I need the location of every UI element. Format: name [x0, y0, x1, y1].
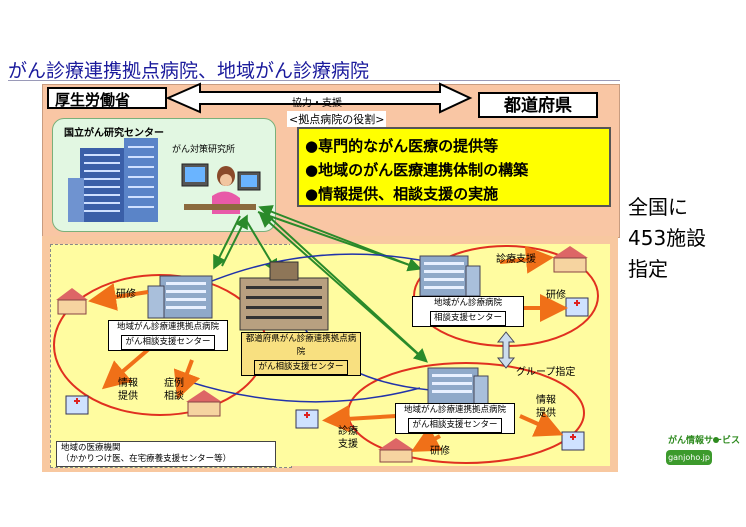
count-line-2: 453施設: [628, 226, 707, 250]
training-bottom-label: 研修: [430, 446, 450, 457]
group-designation-arrow: [496, 331, 516, 369]
ncc-building-icon: [68, 138, 158, 222]
role-item: ●専門的ながん医療の提供等: [305, 137, 499, 155]
regional-hospital-label: 地域がん診療病院 相談支援センター: [412, 296, 524, 327]
cooperation-arrow: [165, 82, 473, 114]
orange-arrows: [88, 245, 568, 452]
local-center-name: 地域がん診療連携拠点病院: [116, 322, 219, 332]
regional-name: 地域がん診療病院: [433, 298, 502, 308]
local-center2-name: 地域がん診療連携拠点病院: [403, 405, 506, 415]
info-left-label: 情報 提供: [118, 378, 138, 402]
role-item: ●情報提供、相談支援の実施: [305, 185, 499, 203]
pref-center-label: 都道府県がん診療連携拠点病院 がん相談支援センター: [241, 332, 361, 376]
ncc-title: 国立がん研究センター: [64, 128, 164, 139]
prefectural-hospital-icon: [239, 261, 329, 331]
medical-institutions-title: 地域の医療機関: [61, 443, 121, 453]
local-hospital-icon-2: [427, 367, 489, 405]
mhlw-box: 厚生労働省: [47, 87, 167, 109]
role-box: ●専門的ながん医療の提供等 ●地域のがん医療連携体制の構築 ●情報提供、相談支援…: [297, 127, 611, 207]
support-bottom-label: 診療 支援: [338, 426, 358, 450]
cooperation-label: 協力・支援: [292, 98, 342, 109]
role-title: <拠点病院の役割>: [287, 111, 387, 127]
prefecture-box: 都道府県: [478, 92, 598, 118]
count-line-3: 指定: [628, 257, 668, 281]
logo-text: がん情報サービス: [668, 436, 741, 446]
logo-icon: [713, 437, 719, 443]
local-center-support: がん相談支援センター: [121, 335, 215, 350]
facility-count: 全国に 453施設 指定: [628, 192, 706, 285]
symptom-consult-label: 症例 相談: [164, 378, 184, 402]
local-center2-support: がん相談支援センター: [408, 418, 502, 433]
info-bottom-right-label: 情報 提供: [536, 395, 556, 419]
training-left-label: 研修: [116, 289, 136, 300]
ncc-subtitle: がん対策研究所: [172, 145, 236, 155]
page-title: がん診療連携拠点病院、地域がん診療病院: [8, 60, 370, 82]
local-center2-label: 地域がん診療連携拠点病院 がん相談支援センター: [395, 403, 515, 434]
count-line-1: 全国に: [628, 195, 688, 219]
researcher-icon: [181, 163, 261, 214]
regional-support: 相談支援センター: [429, 311, 506, 326]
title-rule: [8, 80, 620, 81]
support-top-right-label: 診療支援: [496, 254, 536, 265]
pref-center-name: 都道府県がん診療連携拠点病院: [245, 334, 357, 357]
role-item: ●地域のがん医療連携体制の構築: [305, 161, 529, 179]
clinic-icons: [56, 246, 589, 463]
regional-hospital-icon: [419, 255, 481, 297]
local-center-label: 地域がん診療連携拠点病院 がん相談支援センター: [108, 320, 228, 351]
pref-center-support: がん相談支援センター: [254, 360, 348, 375]
medical-institutions-label: 地域の医療機関 （かかりつけ医、在宅療養支援センター等）: [56, 441, 276, 467]
group-designation-label: グループ指定: [516, 367, 576, 378]
logo-url[interactable]: ganjoho.jp: [666, 450, 712, 465]
medical-institutions-desc: （かかりつけ医、在宅療養支援センター等）: [61, 454, 232, 464]
training-right-label: 研修: [546, 290, 566, 301]
hospital-building-icon: [147, 275, 213, 319]
